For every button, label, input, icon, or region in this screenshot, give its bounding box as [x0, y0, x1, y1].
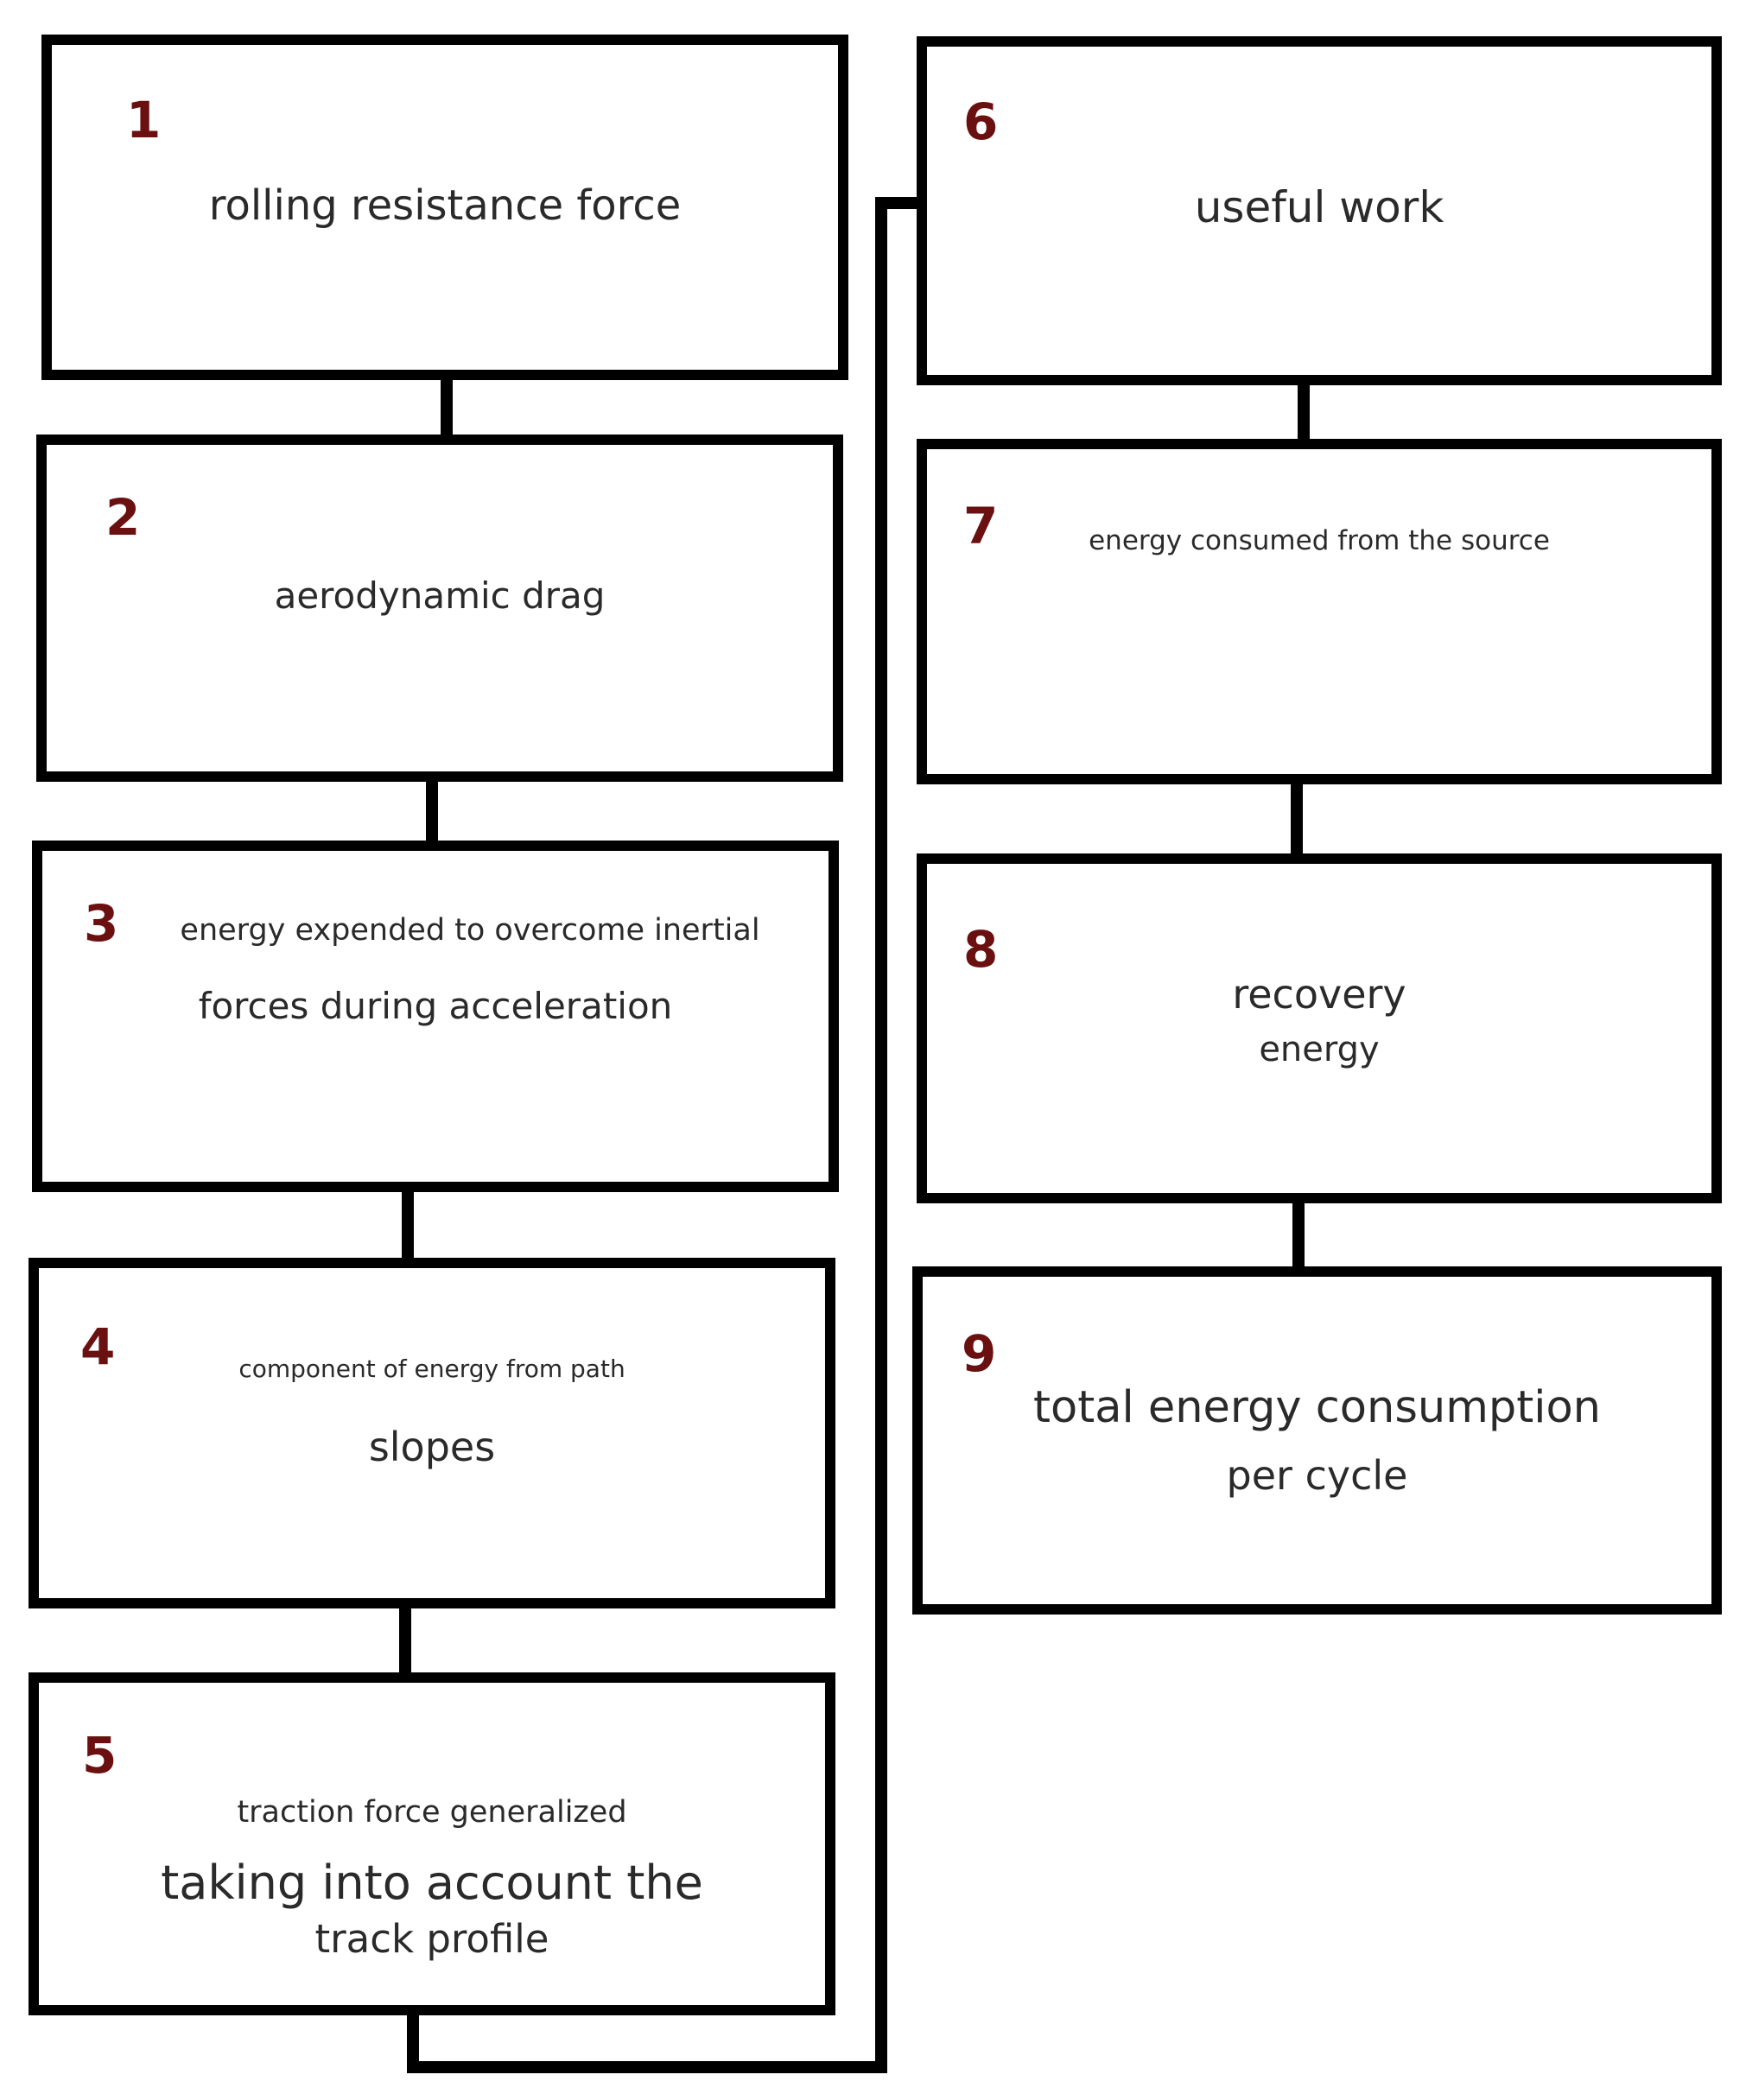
- connector-5-down: [407, 2013, 419, 2073]
- box-number: 9: [962, 1324, 997, 1383]
- connector-7-8: [1291, 783, 1303, 856]
- box-total-energy: 9 total energy consumption per cycle: [912, 1266, 1722, 1615]
- box-label: energy consumed from the source: [1089, 525, 1550, 556]
- box-number: 7: [963, 497, 999, 555]
- connector-2-3: [426, 780, 438, 842]
- box-label-line-2: taking into account the: [161, 1856, 703, 1910]
- box-label-line-3: track profile: [314, 1916, 549, 1962]
- box-number: 2: [105, 488, 141, 547]
- box-inertial-energy: 3 energy expended to overcome inertial f…: [32, 841, 839, 1192]
- box-number: 8: [963, 920, 999, 979]
- box-number: 1: [126, 91, 162, 149]
- box-number: 4: [80, 1317, 116, 1376]
- connector-5-6-vertical: [875, 197, 887, 2073]
- box-label-line-2: forces during acceleration: [198, 985, 673, 1027]
- box-traction-force: 5 traction force generalized taking into…: [29, 1672, 835, 2015]
- box-aerodynamic-drag: 2 aerodynamic drag: [36, 435, 843, 782]
- box-label-line-2: slopes: [368, 1424, 496, 1470]
- box-label-line-1: energy expended to overcome inertial: [180, 913, 760, 948]
- box-number: 5: [82, 1726, 117, 1785]
- box-label-line-1: traction force generalized: [237, 1795, 627, 1830]
- box-label-line-1: total energy consumption: [1033, 1382, 1601, 1433]
- connector-6-7: [1298, 384, 1310, 441]
- connector-8-9: [1292, 1201, 1305, 1272]
- box-label-line-2: energy: [1259, 1030, 1380, 1069]
- box-number: 3: [84, 894, 119, 953]
- box-number: 6: [963, 92, 999, 151]
- box-label-line-1: recovery: [1232, 971, 1406, 1018]
- box-label: rolling resistance force: [208, 181, 682, 230]
- connector-1-2: [441, 376, 453, 436]
- box-source-energy: 7 energy consumed from the source: [917, 439, 1722, 784]
- connector-3-4: [402, 1190, 414, 1259]
- box-label: aerodynamic drag: [274, 574, 606, 617]
- box-rolling-resistance: 1 rolling resistance force: [41, 35, 848, 380]
- connector-4-5: [399, 1607, 411, 1674]
- box-recovery-energy: 8 recovery energy: [917, 853, 1722, 1203]
- box-useful-work: 6 useful work: [917, 36, 1722, 385]
- box-label-line-1: component of energy from path: [238, 1355, 625, 1383]
- box-label-line-2: per cycle: [1226, 1452, 1408, 1499]
- box-path-slopes: 4 component of energy from path slopes: [29, 1258, 835, 1608]
- connector-5-bottom: [407, 2061, 887, 2073]
- box-label: useful work: [1194, 182, 1444, 232]
